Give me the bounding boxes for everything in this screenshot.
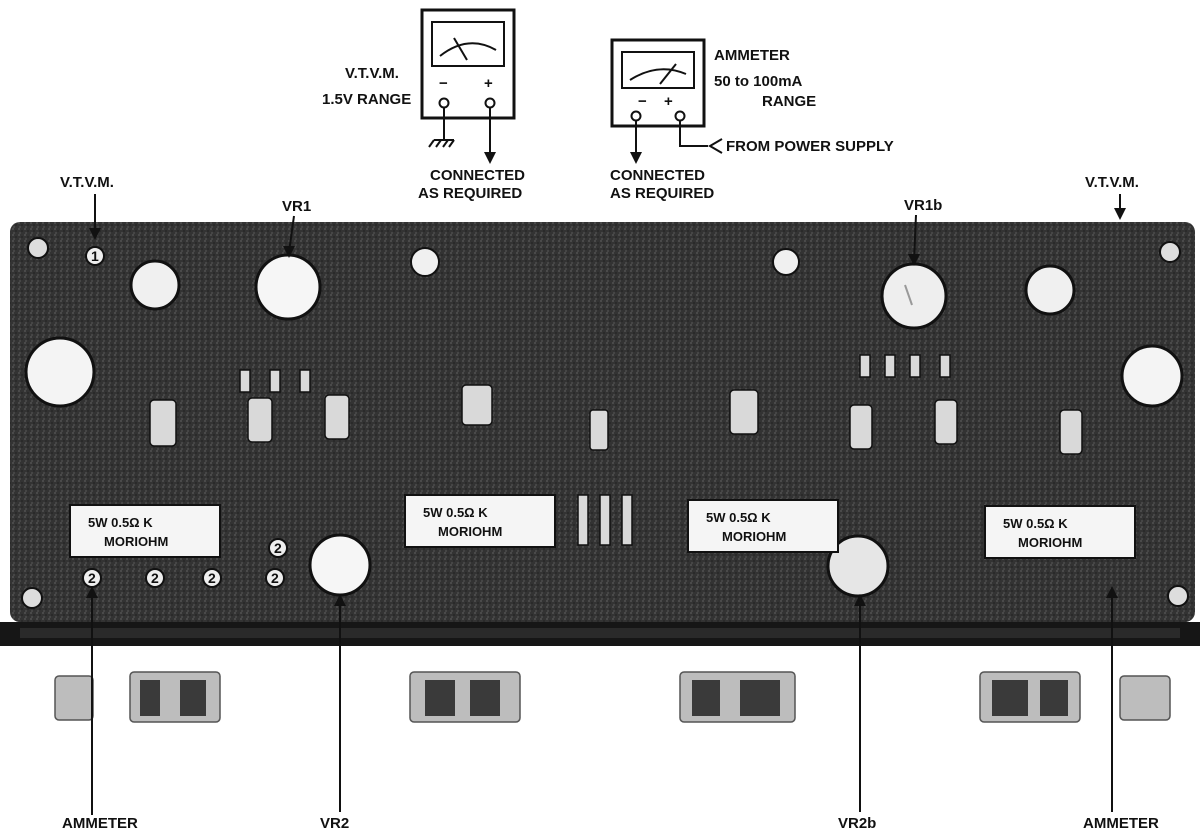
trimmer-vr1 (254, 253, 322, 321)
mounting-screw (27, 237, 49, 259)
resistor-label-line1: 5W 0.5Ω K (423, 505, 488, 520)
callout-ammeter-right: AMMETER (1083, 815, 1159, 832)
trimmer-vr2 (308, 533, 372, 597)
ground-icon (428, 139, 455, 148)
ammeter-note-line2: AS REQUIRED (610, 185, 714, 202)
terminal-mark: 2 (151, 570, 159, 586)
ammeter-plus: + (664, 93, 673, 110)
terminal-mark: 2 (88, 570, 96, 586)
terminal-mark: 2 (271, 570, 279, 586)
terminal-mark: 2 (274, 540, 282, 556)
callout-vr1b: VR1b (904, 197, 942, 214)
ammeter-label-line3: RANGE (762, 93, 816, 110)
resistor-label-line2: MORIOHM (722, 529, 786, 544)
ammeter-label-line1: AMMETER (714, 47, 790, 64)
callout-vr2b: VR2b (838, 815, 876, 832)
transistor (410, 247, 440, 277)
power-resistor (687, 499, 839, 553)
bottom-callouts: AMMETER VR2 VR2b AMMETER (62, 586, 1159, 832)
arrow-up-icon (1106, 586, 1118, 598)
arrow-down-icon (89, 228, 101, 240)
trimmer-vr1b (880, 262, 948, 330)
vtvm-needle-icon (453, 37, 468, 61)
vtvm-label-line2: 1.5V RANGE (322, 91, 411, 108)
vtvm-note-line1: CONNECTED (430, 167, 525, 184)
ammeter-meter: − + FROM POWER SUPPLY AMMETER 50 to 100m… (610, 38, 894, 202)
circuit-board: 5W 0.5Ω K MORIOHM 5W 0.5Ω K MORIOHM 5W 0… (0, 222, 1200, 723)
callout-vr1: VR1 (282, 198, 311, 215)
vtvm-label-line1: V.T.V.M. (345, 65, 399, 82)
arrow-down-icon (908, 254, 920, 266)
arrow-up-icon (854, 594, 866, 606)
resistor-label-line2: MORIOHM (438, 524, 502, 539)
vtvm-minus-terminal (438, 97, 450, 109)
arrow-down-icon (283, 246, 295, 258)
power-resistors: 5W 0.5Ω K MORIOHM 5W 0.5Ω K MORIOHM 5W 0… (69, 494, 1136, 559)
resistor-label-line1: 5W 0.5Ω K (88, 515, 153, 530)
terminal-mark: 2 (208, 570, 216, 586)
terminal-mark: 1 (91, 248, 99, 264)
electrolytic-capacitor (24, 336, 96, 408)
arrow-down-icon (630, 152, 642, 164)
ammeter-minus: − (638, 93, 647, 110)
vtvm-note-line2: AS REQUIRED (418, 185, 522, 202)
resistor-label-line2: MORIOHM (104, 534, 168, 549)
mounting-screw (1159, 241, 1181, 263)
vtvm-minus: − (439, 75, 448, 92)
resistor-label-line2: MORIOHM (1018, 535, 1082, 550)
top-callouts: V.T.V.M. VR1 VR1b V.T.V.M. (60, 174, 1139, 266)
ammeter-minus-terminal (630, 110, 642, 122)
arrow-down-icon (484, 152, 496, 164)
small-components (149, 354, 1083, 546)
callout-vtvm-right: V.T.V.M. (1085, 174, 1139, 191)
callout-vr2: VR2 (320, 815, 349, 832)
arrow-up-icon (86, 586, 98, 598)
vtvm-meter: − + V.T.V.M. 1.5V RANGE CONNECTED AS REQ… (322, 8, 525, 202)
transistor (772, 248, 800, 276)
power-resistor (984, 505, 1136, 559)
arrow-left-icon (708, 138, 723, 154)
ammeter-note-line1: CONNECTED (610, 167, 705, 184)
ammeter-supply-note: FROM POWER SUPPLY (726, 138, 894, 155)
vtvm-plus-terminal (484, 97, 496, 109)
power-resistor (404, 494, 556, 548)
ammeter-needle-icon (659, 63, 677, 85)
arrow-down-icon (1114, 208, 1126, 220)
transistor (1024, 264, 1076, 316)
terminal-points: 1 2 2 2 2 2 (82, 246, 288, 588)
ammeter-label-line2: 50 to 100mA (714, 73, 803, 90)
ammeter-plus-terminal (674, 110, 686, 122)
mounting-screw (21, 587, 43, 609)
callout-ammeter-left: AMMETER (62, 815, 138, 832)
mounting-screw (1167, 585, 1189, 607)
resistor-label-line1: 5W 0.5Ω K (706, 510, 771, 525)
electrolytic-capacitor (1120, 344, 1184, 408)
resistor-label-line1: 5W 0.5Ω K (1003, 516, 1068, 531)
callout-vtvm-left: V.T.V.M. (60, 174, 114, 191)
vtvm-plus: + (484, 75, 493, 92)
trimmer-vr2b (826, 534, 890, 598)
power-resistor (69, 504, 221, 558)
arrow-up-icon (334, 594, 346, 606)
transistor (129, 259, 181, 311)
